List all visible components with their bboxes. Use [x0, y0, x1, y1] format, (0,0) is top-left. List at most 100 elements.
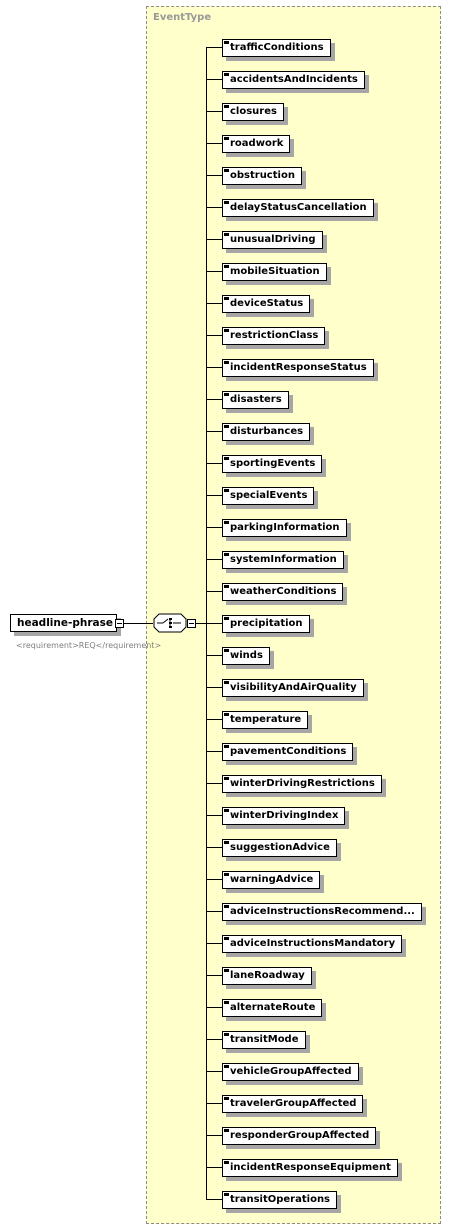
schema-element[interactable]: closures: [222, 103, 284, 121]
element-connector: [206, 79, 222, 80]
schema-element[interactable]: winterDrivingRestrictions: [222, 775, 382, 793]
element-connector: [206, 1039, 222, 1040]
element-mark-icon: [224, 521, 229, 524]
compositor-collapse-icon[interactable]: [187, 619, 196, 628]
schema-element-label: transitMode: [230, 1034, 299, 1045]
schema-element[interactable]: travelerGroupAffected: [222, 1095, 364, 1113]
schema-element[interactable]: disasters: [222, 391, 289, 409]
schema-element[interactable]: adviceInstructionsRecommend...: [222, 903, 422, 921]
element-connector: [206, 975, 222, 976]
schema-element[interactable]: temperature: [222, 711, 309, 729]
schema-element-label: temperature: [230, 714, 302, 725]
element-connector: [206, 687, 222, 688]
schema-element[interactable]: mobileSituation: [222, 263, 327, 281]
schema-element-label: disasters: [230, 394, 282, 405]
schema-element[interactable]: incidentResponseStatus: [222, 359, 374, 377]
element-connector: [206, 751, 222, 752]
element-mark-icon: [224, 361, 229, 364]
schema-element-label: closures: [230, 106, 277, 117]
schema-element[interactable]: vehicleGroupAffected: [222, 1063, 359, 1081]
schema-element-label: travelerGroupAffected: [230, 1098, 357, 1109]
schema-element-label: laneRoadway: [230, 970, 305, 981]
schema-element[interactable]: precipitation: [222, 615, 310, 633]
element-mark-icon: [224, 1097, 229, 1100]
element-connector: [206, 815, 222, 816]
element-connector: [206, 495, 222, 496]
element-mark-icon: [224, 105, 229, 108]
schema-element[interactable]: delayStatusCancellation: [222, 199, 374, 217]
schema-element-label: parkingInformation: [230, 522, 340, 533]
element-mark-icon: [224, 1129, 229, 1132]
schema-element[interactable]: winterDrivingIndex: [222, 807, 346, 825]
element-connector: [206, 719, 222, 720]
schema-element-label: winterDrivingIndex: [230, 810, 339, 821]
element-mark-icon: [224, 297, 229, 300]
schema-element[interactable]: deviceStatus: [222, 295, 311, 313]
schema-element[interactable]: weatherConditions: [222, 583, 344, 601]
schema-element[interactable]: obstruction: [222, 167, 302, 185]
root-annotation: <requirement>REQ</requirement>: [16, 641, 162, 650]
schema-element[interactable]: transitMode: [222, 1031, 306, 1049]
schema-element[interactable]: accidentsAndIncidents: [222, 71, 365, 89]
element-mark-icon: [224, 169, 229, 172]
element-connector: [206, 1103, 222, 1104]
element-connector: [206, 911, 222, 912]
schema-element-label: restrictionClass: [230, 330, 319, 341]
schema-element-label: winterDrivingRestrictions: [230, 778, 375, 789]
schema-element[interactable]: specialEvents: [222, 487, 315, 505]
element-mark-icon: [224, 1193, 229, 1196]
element-mark-icon: [224, 137, 229, 140]
element-connector: [206, 239, 222, 240]
schema-element-label: sportingEvents: [230, 458, 316, 469]
element-connector: [206, 1135, 222, 1136]
schema-element[interactable]: restrictionClass: [222, 327, 326, 345]
schema-element[interactable]: systemInformation: [222, 551, 344, 569]
schema-element[interactable]: pavementConditions: [222, 743, 354, 761]
schema-element[interactable]: responderGroupAffected: [222, 1127, 377, 1145]
schema-element[interactable]: suggestionAdvice: [222, 839, 337, 857]
schema-element[interactable]: adviceInstructionsMandatory: [222, 935, 403, 953]
schema-element-label: warningAdvice: [230, 874, 314, 885]
schema-element-label: weatherConditions: [230, 586, 337, 597]
schema-element[interactable]: disturbances: [222, 423, 311, 441]
schema-element[interactable]: warningAdvice: [222, 871, 321, 889]
element-connector: [206, 47, 222, 48]
element-mark-icon: [224, 617, 229, 620]
schema-element-label: unusualDriving: [230, 234, 316, 245]
schema-element[interactable]: laneRoadway: [222, 967, 312, 985]
element-mark-icon: [224, 745, 229, 748]
element-mark-icon: [224, 201, 229, 204]
schema-element[interactable]: trafficConditions: [222, 39, 331, 57]
element-mark-icon: [224, 1001, 229, 1004]
element-mark-icon: [224, 457, 229, 460]
schema-element-label: deviceStatus: [230, 298, 304, 309]
schema-element[interactable]: winds: [222, 647, 270, 665]
element-mark-icon: [224, 649, 229, 652]
root-collapse-icon[interactable]: [115, 619, 124, 628]
element-mark-icon: [224, 713, 229, 716]
schema-element[interactable]: unusualDriving: [222, 231, 323, 249]
element-mark-icon: [224, 1033, 229, 1036]
element-mark-icon: [224, 265, 229, 268]
schema-element-label: suggestionAdvice: [230, 842, 330, 853]
element-mark-icon: [224, 777, 229, 780]
schema-element[interactable]: sportingEvents: [222, 455, 323, 473]
schema-element-label: pavementConditions: [230, 746, 347, 757]
schema-element[interactable]: alternateRoute: [222, 999, 323, 1017]
element-connector: [206, 1071, 222, 1072]
schema-element[interactable]: parkingInformation: [222, 519, 347, 537]
schema-element[interactable]: incidentResponseEquipment: [222, 1159, 398, 1177]
element-connector: [206, 847, 222, 848]
schema-element[interactable]: roadwork: [222, 135, 291, 153]
element-connector: [206, 431, 222, 432]
element-connector: [206, 111, 222, 112]
root-element[interactable]: headline-phrase: [10, 614, 117, 632]
element-connector: [206, 623, 222, 624]
schema-element-label: trafficConditions: [230, 42, 324, 53]
element-connector: [206, 175, 222, 176]
schema-element-label: adviceInstructionsMandatory: [230, 938, 396, 949]
element-mark-icon: [224, 873, 229, 876]
schema-element[interactable]: transitOperations: [222, 1191, 338, 1209]
schema-element[interactable]: visibilityAndAirQuality: [222, 679, 364, 697]
